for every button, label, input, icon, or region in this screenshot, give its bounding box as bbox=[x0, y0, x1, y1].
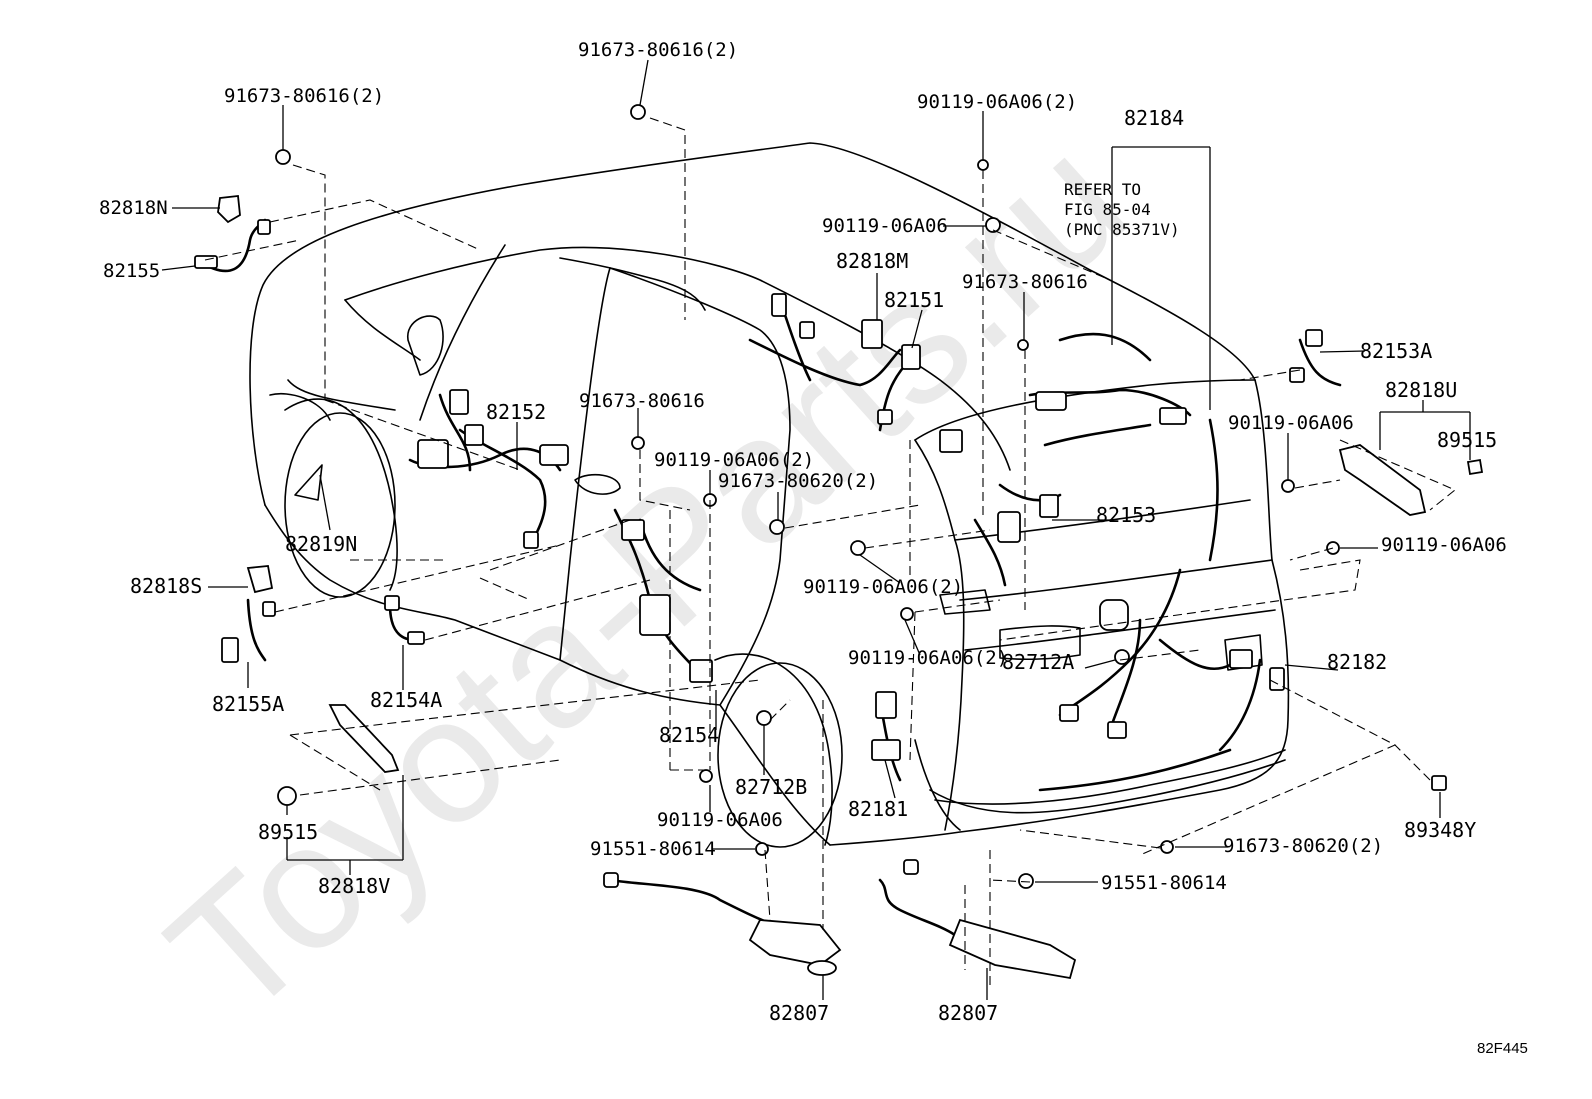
part-label-82184[interactable]: 82184 bbox=[1124, 106, 1185, 130]
bolt-label-91551-80614-left[interactable]: 91551-80614 bbox=[590, 838, 716, 860]
part-label-82181[interactable]: 82181 bbox=[848, 797, 909, 821]
bolt-label-90119-06A06-far-right[interactable]: 90119-06A06 bbox=[1381, 534, 1507, 556]
part-label-82182[interactable]: 82182 bbox=[1327, 650, 1388, 674]
harness-wires bbox=[198, 218, 1342, 937]
refer-note-line2: FIG 85-04 bbox=[1064, 200, 1151, 219]
bolt-label-90119-06A06-2-top[interactable]: 90119-06A06(2) bbox=[917, 91, 1078, 113]
part-label-82155[interactable]: 82155 bbox=[103, 260, 161, 282]
part-label-82153[interactable]: 82153 bbox=[1096, 503, 1157, 527]
bolt-label-91673-80616-2-top[interactable]: 91673-80616(2) bbox=[578, 39, 739, 61]
leader-lines bbox=[161, 59, 1471, 1000]
rear-wheel bbox=[714, 653, 843, 848]
part-label-82807-right[interactable]: 82807 bbox=[938, 1001, 999, 1025]
bolt-label-90119-06A06-2-mid[interactable]: 90119-06A06(2) bbox=[654, 449, 815, 471]
bolt-label-90119-06A06-right[interactable]: 90119-06A06 bbox=[1228, 412, 1354, 434]
brackets bbox=[217, 104, 1484, 980]
refer-note-line1: REFER TO bbox=[1064, 180, 1142, 199]
bolt-label-91673-80620-2-bottom[interactable]: 91673-80620(2) bbox=[1223, 835, 1384, 857]
assembly-dashed-lines bbox=[204, 117, 1457, 985]
part-label-89348Y[interactable]: 89348Y bbox=[1404, 818, 1477, 842]
part-label-82154A[interactable]: 82154A bbox=[370, 688, 443, 712]
part-label-82712B[interactable]: 82712B bbox=[735, 775, 808, 799]
bolt-label-91673-80616-right[interactable]: 91673-80616 bbox=[962, 271, 1088, 293]
front-wheel bbox=[284, 398, 398, 598]
refer-note-line3: (PNC 85371V) bbox=[1064, 220, 1180, 239]
part-label-82819N[interactable]: 82819N bbox=[285, 532, 358, 556]
part-label-82818M[interactable]: 82818M bbox=[836, 249, 909, 273]
part-label-82807-left[interactable]: 82807 bbox=[769, 1001, 830, 1025]
part-label-89515-left[interactable]: 89515 bbox=[258, 820, 319, 844]
part-label-82818N[interactable]: 82818N bbox=[99, 197, 168, 219]
bolt-label-91673-80616-2-left[interactable]: 91673-80616(2) bbox=[224, 85, 385, 107]
part-label-82152[interactable]: 82152 bbox=[486, 400, 547, 424]
bolt-label-91551-80614-right[interactable]: 91551-80614 bbox=[1101, 872, 1227, 894]
bolt-label-90119-06A06-2-low[interactable]: 90119-06A06(2) bbox=[803, 576, 964, 598]
bolt-label-90119-06A06-mid[interactable]: 90119-06A06 bbox=[822, 215, 948, 237]
part-label-82155A[interactable]: 82155A bbox=[212, 692, 285, 716]
bolt-label-90119-06A06-bottom[interactable]: 90119-06A06 bbox=[657, 809, 783, 831]
part-label-82153A[interactable]: 82153A bbox=[1360, 339, 1433, 363]
part-label-82712A[interactable]: 82712A bbox=[1002, 650, 1075, 674]
part-label-89515-right[interactable]: 89515 bbox=[1437, 428, 1498, 452]
part-label-82818V[interactable]: 82818V bbox=[318, 874, 391, 898]
side-mirror-shape bbox=[407, 315, 444, 376]
figure-id: 82F445 bbox=[1477, 1040, 1528, 1057]
connectors bbox=[194, 219, 1447, 888]
vehicle-body-outline bbox=[249, 142, 1290, 846]
part-label-82151[interactable]: 82151 bbox=[884, 288, 945, 312]
part-label-82154[interactable]: 82154 bbox=[659, 723, 720, 747]
part-label-82818S[interactable]: 82818S bbox=[130, 574, 203, 598]
bolt-label-91673-80616-mid[interactable]: 91673-80616 bbox=[579, 390, 705, 412]
bolt-label-91673-80620-2-mid[interactable]: 91673-80620(2) bbox=[718, 470, 879, 492]
bolt-label-90119-06A06-2-lower[interactable]: 90119-06A06(2) bbox=[848, 647, 1009, 669]
part-label-82818U[interactable]: 82818U bbox=[1385, 378, 1458, 402]
